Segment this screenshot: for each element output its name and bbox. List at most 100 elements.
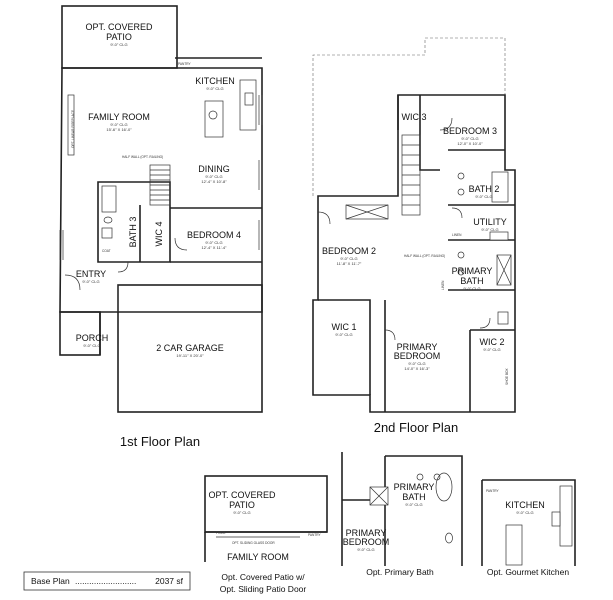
entry-door [64,274,81,291]
bedroom3-label: BEDROOM 3 [443,126,497,136]
bedroom4-clg: 9'-0" CLG [205,240,222,245]
option-gourmet-kitchen: PANTRY KITCHEN 9'-0" CLG Opt. Gourmet Ki… [481,479,576,577]
pantry-note-opt: PANTRY [308,533,322,537]
opt-patio-label-line2: PATIO [106,32,132,42]
bedroom3-clg: 9'-0" CLG [461,136,478,141]
attic-x [345,204,389,220]
stairs-1st [149,164,171,206]
opt-primary-bath-clg: 9'-0" CLG [405,502,422,507]
kitchen-clg: 9'-0" CLG [206,86,223,91]
opt-patio-label-line2: PATIO [229,500,255,510]
utility-label: UTILITY [473,217,507,227]
window [258,160,263,190]
bedroom3-dim: 12'-0" X 10'-0" [457,141,483,146]
opt-primary-bath-label-line2: BATH [402,492,425,502]
bath2-sink [457,188,465,196]
opt-kitchen-island [505,524,523,566]
wic1-clg: 9'-0" CLG [335,332,352,337]
opt-sink [416,473,424,481]
wic2-door [479,317,491,329]
primary-bed-clg: 9'-0" CLG [408,361,425,366]
second-floor-plan: WIC 3 BEDROOM 3 9'-0" CLG 12'-0" X 10'-0… [312,37,516,435]
opt-gourmet-kitchen-caption: Opt. Gourmet Kitchen [487,567,569,577]
dining-clg: 9'-0" CLG [205,174,222,179]
opt-patio-caption-line2: Opt. Sliding Patio Door [220,584,307,594]
primary-bath-label-line2: BATH [460,276,483,286]
bedroom2-door [317,211,331,225]
wic3-label: WIC 3 [401,112,426,122]
window [59,230,64,260]
porch-clg: 9'-0" CLG [83,343,100,348]
opt-primary-bath-label-line1: PRIMARY [394,482,435,492]
opt-primary-bed-label-line2: BEDROOM [343,537,390,547]
kitchen-sink [208,110,218,120]
wic1-label: WIC 1 [331,322,356,332]
linen-note-2: LINEN [452,233,462,237]
opt-toilet [445,532,453,544]
second-floor-title: 2nd Floor Plan [374,420,459,435]
fireplace-note: OPT. LINEAR FIREPLACE [71,110,75,148]
bath2-label: BATH 2 [469,184,500,194]
opt-kitchen-counter [559,485,573,547]
bedroom4-dim: 12'-4" X 11'-4" [202,245,228,250]
opt-patio-caption-line1: Opt. Covered Patio w/ [221,572,305,582]
toilet [497,311,509,325]
first-floor-plan: OPT. COVERED PATIO 9'-0" CLG KITCHEN 9'-… [59,5,263,449]
family-room-dim: 15'-6" X 16'-0" [106,127,132,132]
base-plan-leader: .......................... [75,576,136,586]
primary-sink [457,268,465,276]
bedroom4-door [174,237,188,251]
bedroom2-label: BEDROOM 2 [322,246,376,256]
first-floor-title: 1st Floor Plan [120,434,200,449]
roof-outline [312,37,506,196]
coat-note: COAT [102,249,111,253]
stairs-2nd [401,134,421,216]
utility-clg: 9'-0" CLG [481,227,498,232]
primary-bed-label-line2: BEDROOM [394,351,441,361]
opt-patio-clg: 9'-0" CLG [110,42,127,47]
bath3-sink [101,227,113,239]
bath2-tub [491,171,509,203]
base-plan-label: Base Plan [31,576,70,586]
bath3-toilet [103,216,113,224]
fireplace [67,94,75,156]
opt-bath-walls [341,452,463,566]
bath3-tub [101,185,117,213]
porch-label: PORCH [76,333,109,343]
half-wall-note-1: HALF WALL (OPT. RAILING) [122,155,163,159]
opt-primary-bed-clg: 9'-0" CLG [357,547,374,552]
primary-bed-dim: 14'-0" X 16'-3" [404,366,430,371]
garage-outline [117,284,263,413]
kitchen-label: KITCHEN [195,76,235,86]
porch-outline [59,311,101,356]
primary-bath-clg: 9'-0" CLG [463,286,480,291]
wic2-clg: 9'-0" CLG [483,347,500,352]
base-plan-frame [23,571,191,591]
range [244,92,254,106]
opt-sink [433,473,441,481]
opt-kitchen-walls [481,479,576,566]
window [258,220,263,250]
option-covered-patio: OPT. COVERED PATIO 9'-0" CLG FIXED OPT. … [204,475,328,594]
base-plan-box: Base Plan .......................... 203… [23,571,191,591]
primary-bed-label-line1: PRIMARY [397,342,438,352]
linen-note: LINEN [441,280,445,290]
fixed-note: FIXED [216,531,226,535]
sliding-door-note: OPT. SLIDING GLASS DOOR [232,541,275,545]
opt-range [551,511,561,527]
stairs-wall [419,95,440,171]
dining-label: DINING [198,164,230,174]
entry-clg: 9'-0" CLG [82,279,99,284]
utility-door [451,207,463,219]
opt-primary-bed-label-line1: PRIMARY [346,528,387,538]
bath2-clg: 9'-0" CLG [475,194,492,199]
wic1-door [384,329,396,341]
family-room-clg: 9'-0" CLG [110,122,127,127]
bath3-label: BATH 3 [128,217,138,248]
attic-access [345,204,389,220]
opt-family-wall [204,531,327,562]
wic1-wall [318,299,371,395]
opt-patio-label-line1: OPT. COVERED [208,490,276,500]
primary-sink [457,251,465,259]
